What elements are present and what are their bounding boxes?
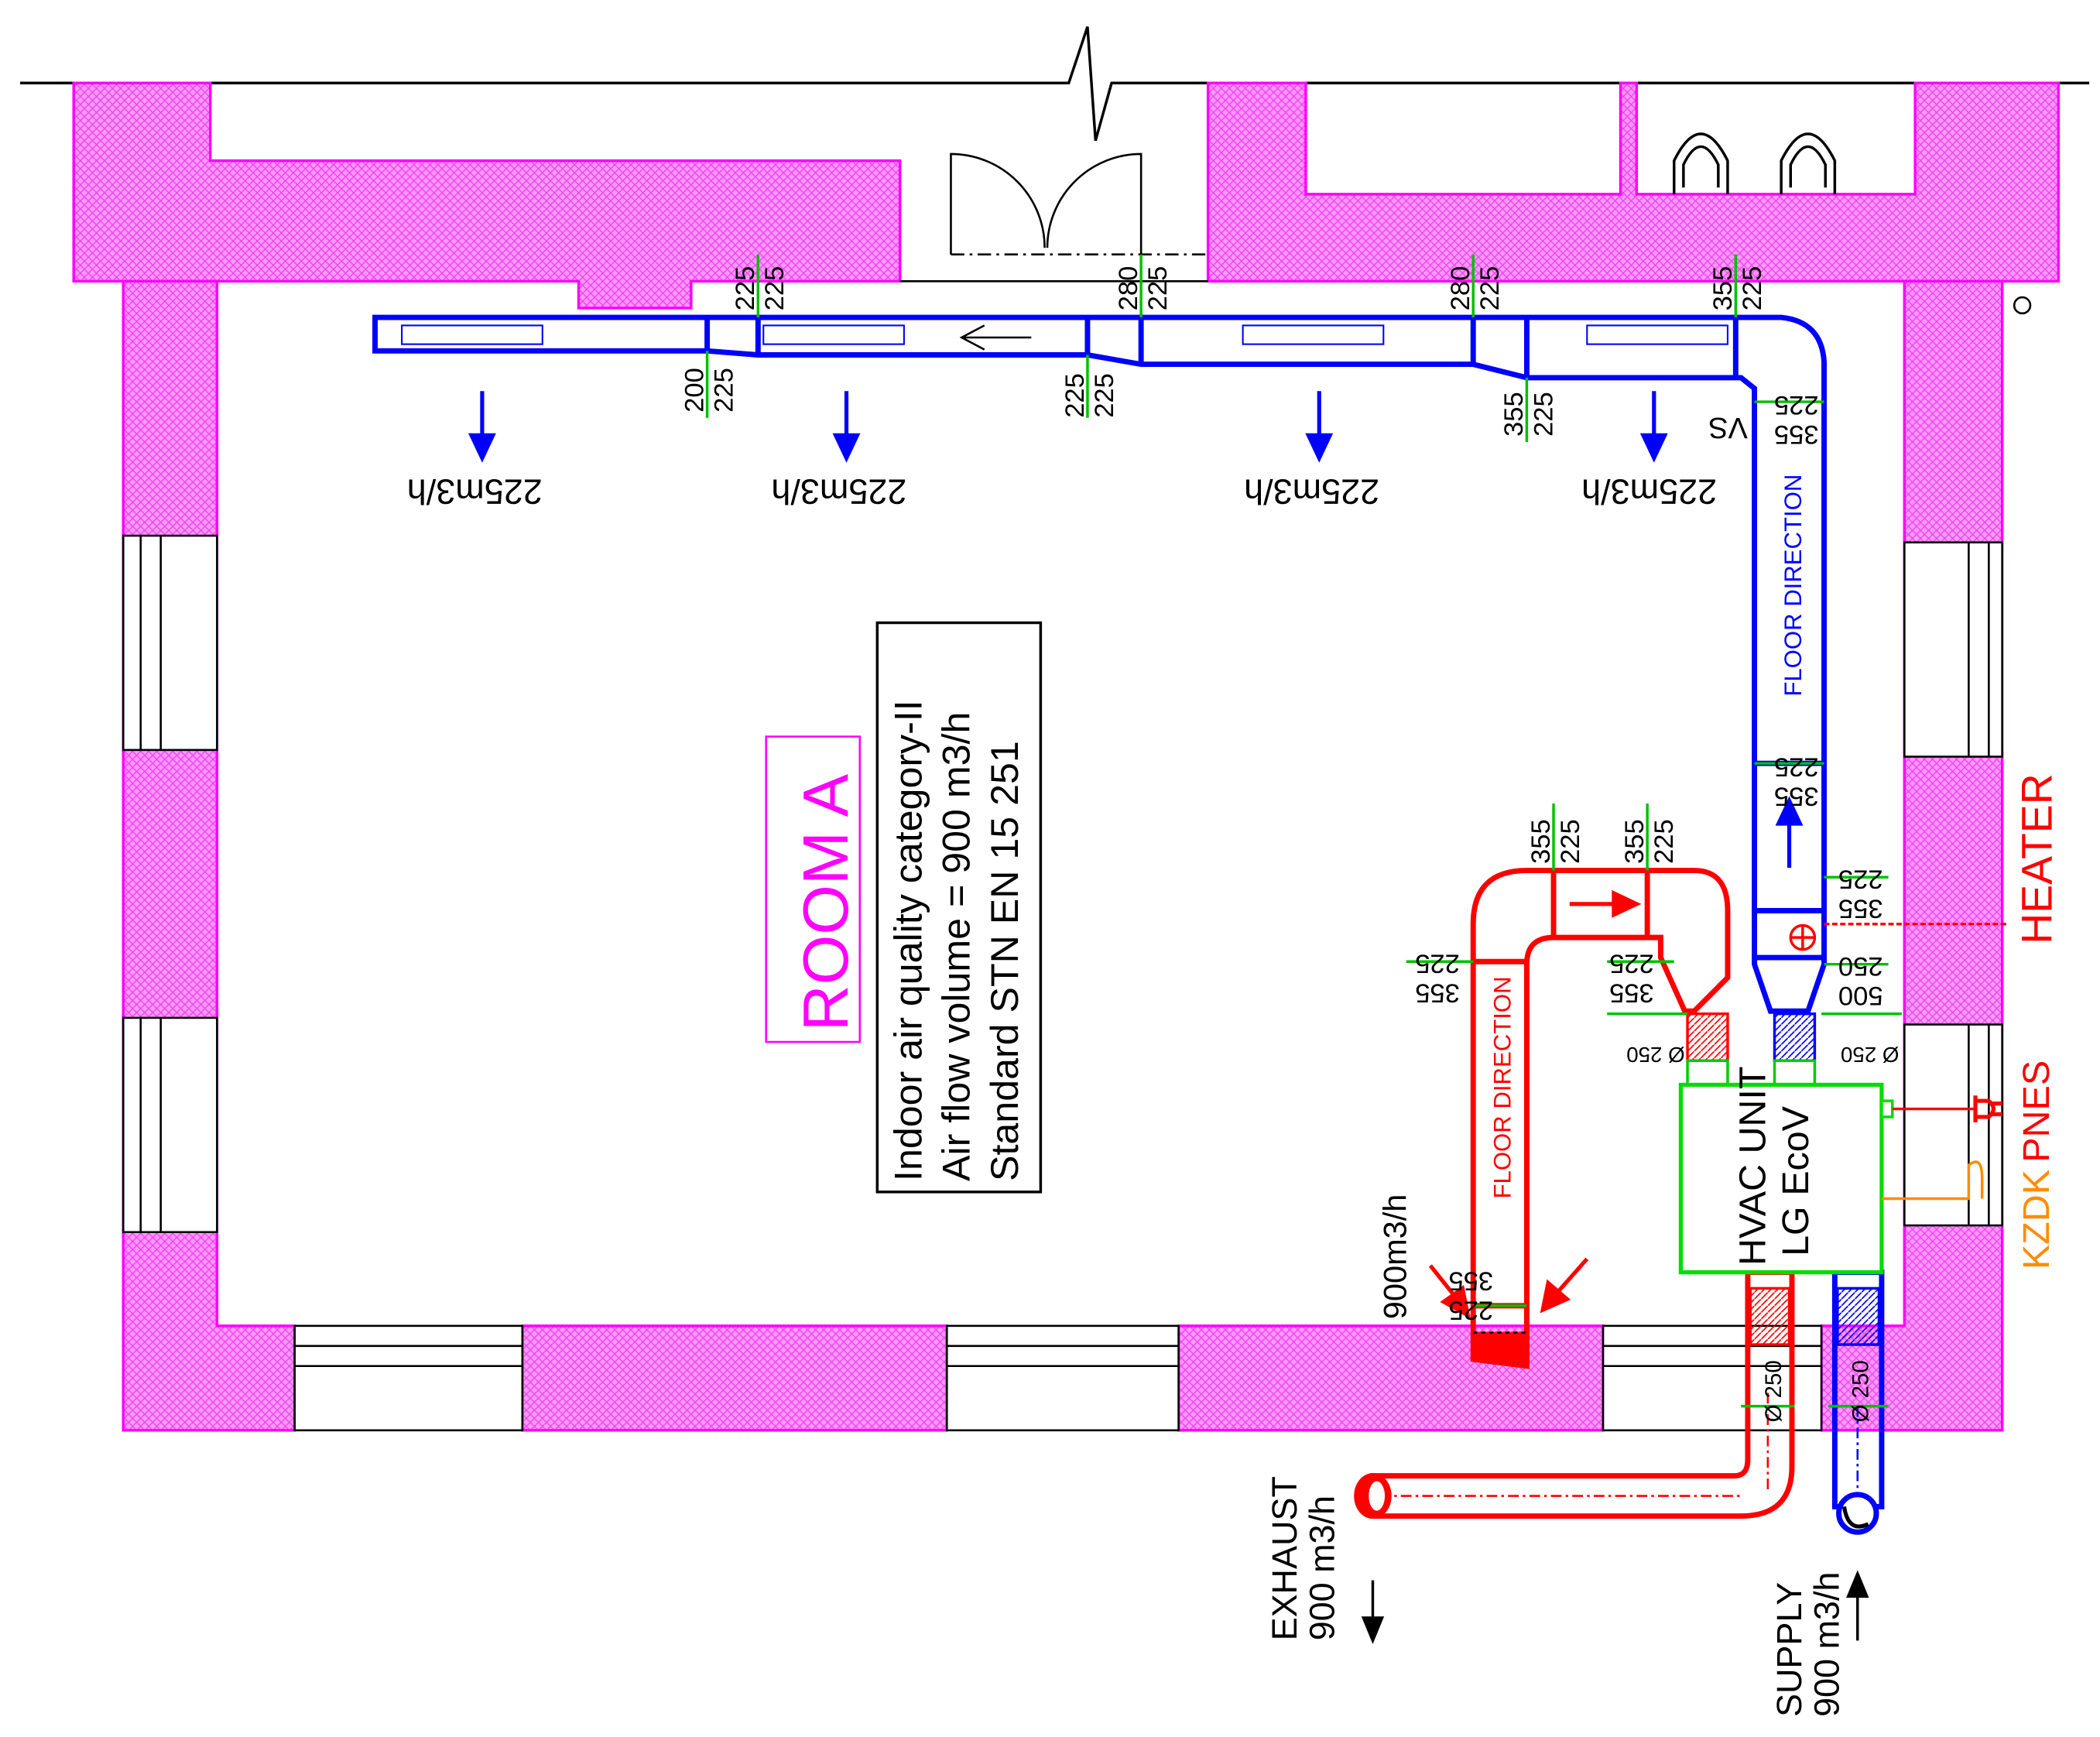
left-windows: [122, 534, 218, 1234]
outlet-arrows: [468, 391, 1668, 463]
supply-riser-dimension-labels: 225 355 225 355 225 355 250 500 Ø 250 Ø …: [1626, 390, 1899, 1067]
bottom-windows: [293, 1324, 1823, 1432]
svg-text:Indoor air quality category-II: Indoor air quality category-II: [886, 700, 930, 1181]
svg-text:280: 280: [1114, 266, 1143, 311]
svg-text:225: 225: [1738, 266, 1767, 311]
exhaust-dimension-labels: 355 225 355 225 225 355 225 355 225 355: [1415, 819, 1679, 1324]
svg-text:Ø 250: Ø 250: [1841, 1043, 1899, 1067]
svg-text:500: 500: [1838, 981, 1883, 1010]
svg-text:225: 225: [1529, 392, 1558, 437]
svg-text:200: 200: [680, 368, 709, 413]
power-plug-icon: [1973, 1095, 2002, 1122]
supply-duct: [372, 314, 1885, 1535]
exhaust-label: EXHAUST: [1265, 1476, 1304, 1640]
svg-text:225: 225: [1090, 373, 1119, 418]
svg-text:225: 225: [1556, 819, 1585, 864]
outlet-flow-labels: 225m3/h 225m3/h 225m3/h 225m3/h: [407, 471, 1717, 511]
svg-text:225: 225: [731, 266, 760, 311]
info-box-text: Indoor air quality category-II Air flow …: [886, 700, 1026, 1181]
svg-text:225: 225: [1060, 373, 1090, 418]
sink-icons: [1673, 132, 2032, 315]
svg-text:225m3/h: 225m3/h: [407, 471, 543, 511]
hvac-unit-model: LG EcoV: [1775, 1105, 1817, 1256]
room-name: ROOM A: [790, 773, 862, 1031]
svg-text:355: 355: [1526, 819, 1556, 864]
hvac-unit: [1678, 1082, 1884, 1275]
svg-text:355: 355: [1838, 894, 1883, 923]
supply-label: SUPPLY: [1769, 1582, 1809, 1717]
svg-text:280: 280: [1446, 266, 1475, 311]
svg-text:Standard STN EN 15 251: Standard STN EN 15 251: [983, 741, 1026, 1181]
building-boundary-line: [20, 26, 2090, 142]
supply-flow-label: 900 m3/h: [1807, 1572, 1847, 1718]
svg-text:355: 355: [1774, 420, 1819, 449]
svg-text:Ø 250: Ø 250: [1761, 1360, 1787, 1422]
svg-text:225: 225: [760, 266, 790, 311]
svg-text:225m3/h: 225m3/h: [771, 471, 906, 511]
svg-text:250: 250: [1838, 951, 1883, 981]
svg-text:Ø 250: Ø 250: [1626, 1043, 1684, 1067]
svg-text:225: 225: [1774, 390, 1819, 420]
supply-floor-direction: FLOOR DIRECTION: [1780, 475, 1807, 697]
intake-flow-label: 900m3/h: [1377, 1194, 1413, 1320]
exhaust-arrow: [1361, 1580, 1385, 1644]
svg-text:355: 355: [1448, 1266, 1493, 1296]
svg-text:225: 225: [1838, 865, 1883, 894]
pnes-label: PNES: [2016, 1060, 2057, 1163]
svg-text:225: 225: [1448, 1296, 1493, 1325]
svg-text:225: 225: [1609, 949, 1654, 978]
double-door: [899, 152, 1208, 283]
dimension-ticks: [705, 254, 1902, 1408]
top-dimension-labels: 225 225 280 225 280 225 355 225 200 225 …: [680, 266, 1767, 437]
supply-arrow: [1846, 1570, 1869, 1641]
hvac-unit-label: HVAC UNIT: [1732, 1067, 1773, 1266]
svg-text:355: 355: [1708, 266, 1738, 311]
heater-label: HEATER: [2013, 773, 2061, 944]
svg-text:355: 355: [1609, 978, 1654, 1008]
kzdk-label: KZDK: [2016, 1170, 2057, 1269]
supply-grilles: [401, 324, 1728, 345]
exhaust-flow-label: 900 m3/h: [1302, 1495, 1341, 1641]
svg-text:225m3/h: 225m3/h: [1581, 471, 1717, 511]
svg-text:VS: VS: [1708, 411, 1748, 444]
svg-text:Ø 250: Ø 250: [1848, 1360, 1874, 1422]
supply-up-arrow: [1775, 796, 1804, 868]
svg-text:355: 355: [1499, 392, 1529, 437]
svg-text:225: 225: [1143, 266, 1173, 311]
svg-text:225: 225: [1415, 949, 1460, 978]
svg-text:355: 355: [1620, 819, 1650, 864]
exhaust-floor-direction: FLOOR DIRECTION: [1489, 976, 1516, 1198]
svg-text:355: 355: [1774, 781, 1819, 810]
svg-text:225: 225: [1774, 752, 1819, 781]
svg-text:355: 355: [1415, 978, 1460, 1008]
right-windows: [1903, 541, 2003, 1227]
svg-text:Air flow volume = 900 m3/h: Air flow volume = 900 m3/h: [935, 712, 978, 1181]
svg-text:225: 225: [709, 368, 738, 413]
info-box: [875, 621, 1043, 1194]
svg-text:225m3/h: 225m3/h: [1244, 471, 1379, 511]
svg-text:225: 225: [1475, 266, 1505, 311]
svg-text:225: 225: [1650, 819, 1679, 864]
